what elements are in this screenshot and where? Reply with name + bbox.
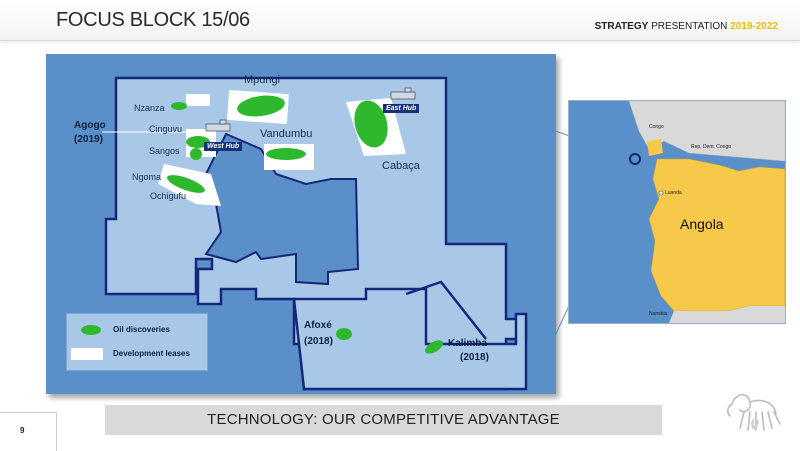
oil-cabaca — [354, 100, 388, 148]
angola-inset-map: Congo Rep. Dem. Congo Luanda Namibia — [568, 100, 786, 324]
legend-lease-swatch — [71, 348, 103, 360]
bottom-banner: TECHNOLOGY: OUR COMPETITIVE ADVANTAGE — [105, 405, 662, 435]
eni-logo-icon — [727, 393, 781, 431]
oil-nzanza — [171, 102, 187, 110]
legend-oil-icon — [81, 325, 101, 335]
kalimba-boundary — [405, 280, 487, 340]
label-kalimba-year: (2018) — [460, 352, 489, 363]
label-ochigufu: Ochigufu — [150, 191, 187, 201]
block-inner-region — [194, 132, 360, 286]
oil-ngoma — [167, 175, 205, 193]
ship-icon-west — [205, 119, 231, 132]
hub-east: East Hub — [383, 104, 420, 113]
label-kalimba: Kalimba — [448, 338, 487, 349]
oil-afoxe — [336, 328, 352, 340]
label-mpungi: Mpungi — [244, 74, 281, 86]
block-map-svg — [102, 76, 528, 391]
page-number: 9 — [20, 426, 25, 435]
legend-lease-label: Development leases — [113, 349, 190, 358]
header-band — [0, 0, 800, 41]
oil-sangos — [190, 148, 202, 160]
header-years: 2019-2022 — [730, 21, 778, 32]
block-location-marker — [629, 153, 641, 165]
label-ngoma: Ngoma — [132, 172, 162, 182]
inset-label-luanda: Luanda — [665, 190, 682, 196]
legend-oil-label: Oil discoveries — [113, 325, 170, 334]
page-number-box — [0, 412, 57, 451]
header-strategy: STRATEGY — [594, 21, 649, 32]
inset-label-namibia: Namibia — [649, 311, 668, 317]
label-agogo-year: (2019) — [74, 134, 103, 145]
label-cinguvu: Cinguvu — [149, 124, 183, 134]
header-presentation: PRESENTATION — [651, 21, 728, 32]
label-nzanza: Nzanza — [134, 103, 165, 113]
ship-icon-east — [390, 87, 416, 100]
inset-label-congo: Congo — [649, 124, 664, 130]
label-agogo: Agogo — [74, 120, 106, 131]
block-area-south — [292, 287, 528, 391]
label-afoxe-year: (2018) — [304, 336, 333, 347]
label-afoxe: Afoxé — [304, 320, 332, 331]
inset-label-angola: Angola — [680, 216, 724, 232]
angola-shape — [648, 158, 785, 312]
lease-nzanza — [186, 94, 210, 106]
label-vandumbu: Vandumbu — [260, 128, 313, 140]
map-legend: Oil discoveries Development leases — [66, 313, 208, 371]
page-title: FOCUS BLOCK 15/06 — [56, 9, 250, 31]
oil-mpungi — [237, 95, 285, 117]
oil-vandumbu — [266, 148, 306, 160]
oil-kalimba — [424, 340, 444, 354]
inset-label-rdc: Rep. Dem. Congo — [691, 144, 732, 150]
hub-west: West Hub — [204, 142, 243, 151]
header-subtitle: STRATEGY PRESENTATION 2019-2022 — [595, 21, 778, 32]
inset-map-svg — [628, 101, 785, 323]
label-sangos: Sangos — [149, 146, 180, 156]
label-cabaca: Cabaça — [382, 160, 420, 172]
